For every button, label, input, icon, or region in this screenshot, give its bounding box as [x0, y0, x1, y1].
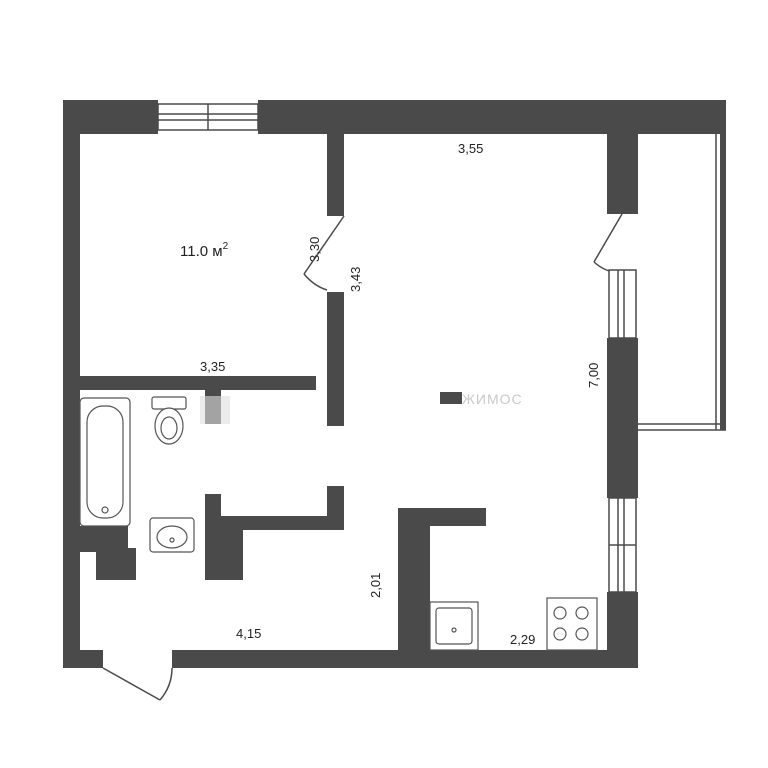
- kitchen-sink: [429, 601, 479, 651]
- outer-wall-right-bottom: [607, 592, 638, 668]
- washbasin: [149, 517, 195, 553]
- watermark: ЖИМОС: [200, 391, 523, 424]
- balcony-door: [593, 213, 623, 275]
- dimension-3-43: 3,43: [348, 267, 363, 292]
- window-right-lower: [608, 497, 637, 593]
- window-top: [157, 103, 259, 131]
- dimension-3-55: 3,55: [458, 141, 483, 156]
- dimension-4-15: 4,15: [236, 626, 261, 641]
- dimension-2-29: 2,29: [510, 632, 535, 647]
- dimension-3-35: 3,35: [200, 359, 225, 374]
- outer-wall-bottom-left-stub: [63, 650, 103, 668]
- outer-wall-bottom: [172, 650, 610, 668]
- outer-wall-left: [63, 100, 80, 668]
- bedroom-door: [303, 215, 345, 291]
- bath-wall-corner: [112, 552, 120, 580]
- entrance-door: [102, 667, 173, 701]
- bedroom-wall-bottom: [80, 376, 316, 390]
- balcony: [638, 120, 726, 431]
- window-right-upper: [608, 269, 637, 339]
- bedroom-wall-right-upper: [327, 134, 344, 216]
- bath-wall-bottom-right: [221, 530, 243, 580]
- bath-wall-divider: [205, 494, 221, 580]
- watermark-text: ЖИМОС: [462, 391, 523, 407]
- corridor-wall: [221, 516, 344, 530]
- toilet: [151, 396, 187, 445]
- dimension-7-00: 7,00: [586, 363, 601, 388]
- kitchen-partition-vertical: [398, 508, 430, 668]
- stove: [546, 597, 598, 651]
- room-area-label: 11.0 м2: [180, 241, 229, 260]
- outer-wall-top-right: [258, 100, 726, 134]
- dimension-3-30: 3,30: [307, 237, 322, 262]
- bath-wall-bottom-left: [80, 526, 128, 552]
- bathtub: [79, 397, 131, 527]
- outer-wall-right-top: [607, 134, 638, 214]
- corridor-wall-post: [327, 486, 344, 530]
- outer-wall-right-mid: [607, 338, 638, 498]
- dimension-2-01: 2,01: [368, 573, 383, 598]
- kitchen-partition-top: [398, 508, 486, 526]
- bedroom-wall-right-lower: [327, 292, 344, 426]
